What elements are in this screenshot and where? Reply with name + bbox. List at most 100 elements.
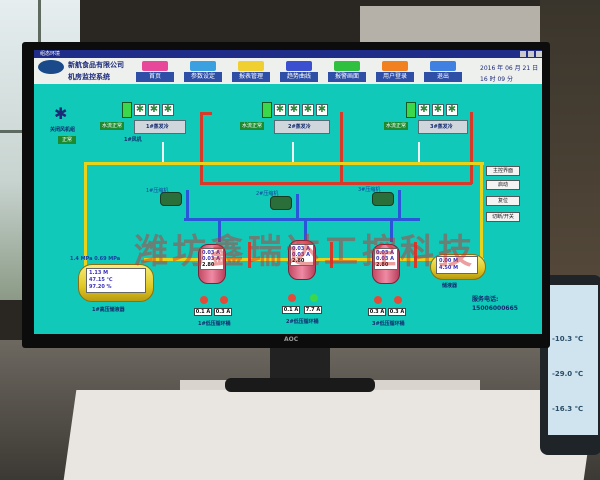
pump-red[interactable] (394, 296, 402, 304)
window-titlebar: 组态环境 (34, 50, 542, 58)
pipe-white (292, 142, 294, 162)
vessel-1-amp-2: 0.3 A (214, 308, 232, 316)
condenser-1-water-tag: 水流正常 (100, 122, 125, 130)
vessel-2-value-1: 0.03 A (292, 246, 310, 252)
fan-unit-label: 关闭风机组 (50, 127, 76, 133)
pipe-white (418, 142, 420, 162)
pipe-red (248, 242, 251, 268)
phone-readout-1: -10.3 ℃ (552, 335, 584, 343)
fan-icon: ✱ (134, 104, 146, 116)
right-tank-readout: 0.00 M 4.50 M (436, 256, 478, 274)
condenser-2-body (274, 120, 330, 134)
pipe-blue (296, 194, 299, 220)
compressor-3-label: 3#压缩机 (358, 187, 381, 193)
vessel-1-amp-1: 0.1 A (194, 308, 212, 316)
monitor-stand-base (225, 378, 375, 392)
condenser-1-motor (122, 102, 132, 118)
left-tank-value-1: 1.13 M (89, 270, 109, 276)
nav-report-button[interactable]: 报表管理 (232, 60, 270, 82)
vessel-2-label: 2#低压循环桶 (286, 319, 319, 325)
compressor-1[interactable] (160, 192, 182, 206)
nav-alarm-button[interactable]: 报警画面 (328, 60, 366, 82)
left-tank-label: 1#高压储液器 (92, 307, 125, 313)
start-button[interactable]: 启动 (486, 180, 520, 190)
right-tank-value-1: 0.00 M (439, 258, 459, 264)
compressor-2[interactable] (270, 196, 292, 210)
pipe-yellow (480, 162, 483, 258)
date-display: 2016 年 06 月 21 日 (480, 65, 539, 72)
left-tank-pressure: 1.4 MPa 0.69 MPa (70, 256, 121, 262)
vessel-2-value-3: 2.80 (292, 258, 305, 264)
compressor-2-label: 2#压缩机 (256, 191, 279, 197)
vessel-3-amp-1: 0.3 A (368, 308, 386, 316)
pipe-white (162, 142, 164, 162)
left-tank-value-2: 47.15 ℃ (89, 277, 113, 283)
vessel-1-value-1: 0.03 A (202, 250, 220, 256)
reset-button[interactable]: 复位 (486, 196, 520, 206)
compressor-1-label: 1#压缩机 (146, 188, 169, 194)
company-logo (38, 60, 64, 74)
pipe-blue (398, 190, 401, 220)
condenser-3-name: 3#蒸发冷 (430, 124, 453, 130)
settings-icon (190, 61, 216, 71)
condenser-3-motor (406, 102, 416, 118)
vessel-1-label: 1#低压循环桶 (198, 321, 231, 327)
condenser-2-name: 2#蒸发冷 (288, 124, 311, 130)
nav-exit-button[interactable]: 退出 (424, 60, 462, 82)
pump-red[interactable] (288, 294, 296, 302)
fan-icon: ✱ (418, 104, 430, 116)
fan-icon: ✱ (302, 104, 314, 116)
time-display: 16 时 09 分 (480, 76, 513, 83)
pipe-red (470, 112, 473, 184)
alarm-icon (334, 61, 360, 71)
nav-settings-button[interactable]: 参数设定 (184, 60, 222, 82)
fan-icon: ✱ (274, 104, 286, 116)
pipe-red (200, 112, 212, 115)
phone-screen (548, 285, 598, 435)
condenser-2-motor (262, 102, 272, 118)
maximize-button[interactable] (528, 51, 534, 57)
fan-icon: ✱ (288, 104, 300, 116)
vessel-3-value-3: 2.80 (376, 262, 389, 268)
pipe-red (200, 112, 203, 184)
vessel-3-value-1: 0.03 A (376, 250, 394, 256)
vessel-2-readout: 0.03 A 0.03 A 2.80 (290, 244, 314, 266)
nav-trend-button[interactable]: 趋势曲线 (280, 60, 318, 82)
vessel-3-readout: 0.03 A 0.03 A 2.80 (374, 248, 398, 270)
pipe-blue (218, 218, 221, 242)
switch-button[interactable]: 切断/开关 (486, 212, 520, 222)
vessel-1-readout: 0.03 A 0.03 A 2.80 (200, 248, 224, 270)
phone-readout-2: -29.0 ℃ (552, 370, 584, 378)
compressor-3[interactable] (372, 192, 394, 206)
condenser-1-body (134, 120, 186, 134)
close-button[interactable] (536, 51, 542, 57)
minimize-button[interactable] (520, 51, 526, 57)
fan-icon: ✱ (446, 104, 458, 116)
key-icon (382, 61, 408, 71)
nav-login-button[interactable]: 用户登录 (376, 60, 414, 82)
pipe-blue (184, 218, 420, 221)
watermark-text: 潍坊鑫瑞达工控科技 (134, 232, 476, 272)
main-control-button[interactable]: 主控界面 (486, 166, 520, 176)
vessel-1-value-3: 2.80 (202, 262, 215, 268)
wall-right (540, 0, 600, 300)
pipe-red (414, 242, 417, 268)
pump-red[interactable] (220, 296, 228, 304)
phone-readout-3: -16.3 ℃ (552, 405, 584, 413)
vessel-2-amp-1: 0.1 A (282, 306, 300, 314)
vessel-2-amp-2: 7.7 A (304, 306, 322, 314)
home-icon (142, 61, 168, 71)
vessel-3-label: 3#低压循环桶 (372, 321, 405, 327)
pipe-yellow (84, 162, 87, 278)
wall-notice-sheet (360, 6, 560, 46)
vessel-2-value-2: 0.03 A (292, 252, 310, 258)
pump-red[interactable] (200, 296, 208, 304)
pump-green[interactable] (310, 294, 318, 302)
nav-home-button[interactable]: 首页 (136, 60, 174, 82)
pump-red[interactable] (374, 296, 382, 304)
pipe-blue (390, 218, 393, 242)
condenser-1-name: 1#蒸发冷 (146, 124, 169, 130)
fan-icon: ✱ (162, 104, 174, 116)
pipe-yellow (84, 162, 484, 165)
report-icon (238, 61, 264, 71)
